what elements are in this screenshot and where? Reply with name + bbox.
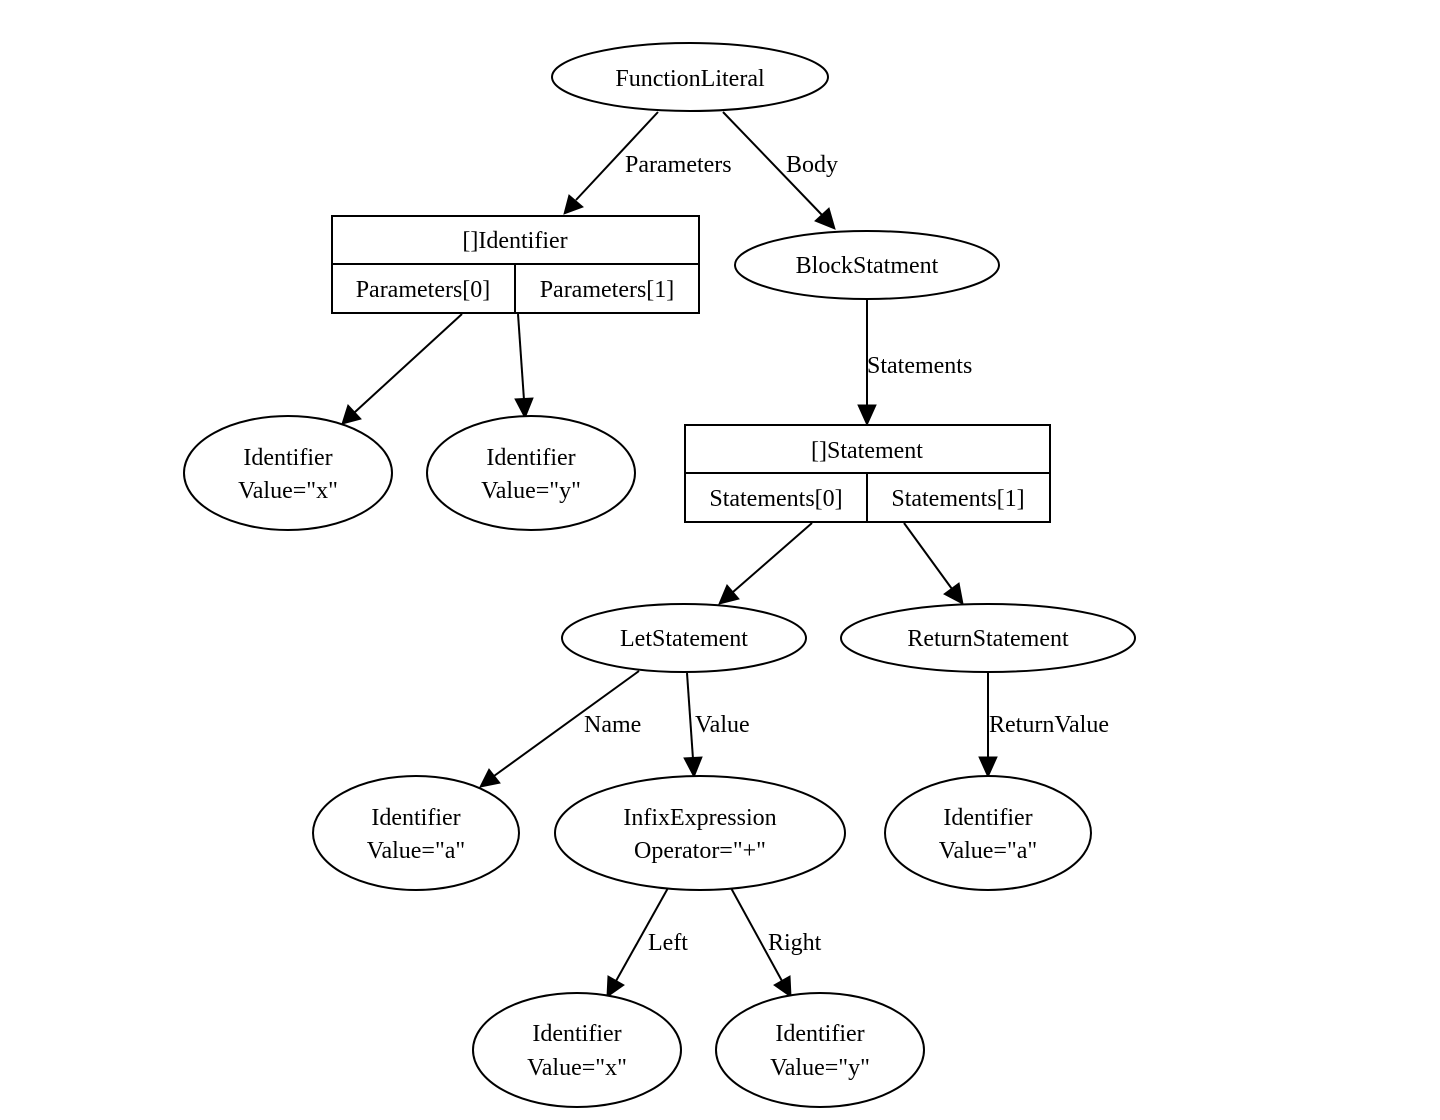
node-statement-array-field-0: Statements[0]: [709, 486, 842, 512]
node-infix-expression: InfixExpression Operator="+": [554, 775, 846, 891]
node-let-statement: LetStatement: [561, 603, 807, 673]
node-let-name-line2: Value="a": [367, 838, 465, 864]
node-block-statement-label: BlockStatment: [796, 253, 939, 279]
edge-label-parameters: Parameters: [625, 152, 732, 178]
node-block-statement: BlockStatment: [734, 230, 1000, 300]
node-identifier-array-field-1: Parameters[1]: [540, 277, 675, 303]
node-statement-array: []Statement Statements[0] Statements[1]: [684, 424, 1051, 523]
node-identifier-array-header: []Identifier: [462, 228, 567, 254]
edge-return-value: ReturnValue: [978, 673, 1109, 779]
edge-value: Value: [683, 672, 750, 779]
node-left-x-line2: Value="x": [527, 1055, 627, 1081]
node-param-y-line2: Value="y": [481, 478, 581, 504]
node-param-x-line2: Value="x": [238, 478, 338, 504]
node-left-x-line1: Identifier: [532, 1021, 621, 1047]
edge-label-right: Right: [768, 930, 822, 956]
node-left-x: Identifier Value="x": [472, 992, 682, 1108]
node-return-value: Identifier Value="a": [884, 775, 1092, 891]
node-infix-expression-line2: Operator="+": [634, 838, 766, 864]
node-return-statement-label: ReturnStatement: [907, 626, 1069, 652]
edge-label-body: Body: [786, 152, 838, 178]
edge-param-1: [514, 313, 534, 420]
node-return-value-line1: Identifier: [943, 805, 1032, 831]
node-statement-array-field-1: Statements[1]: [891, 486, 1024, 512]
node-param-y-line1: Identifier: [486, 445, 575, 471]
node-function-literal: FunctionLiteral: [551, 42, 829, 112]
edge-label-left: Left: [648, 930, 688, 956]
node-right-y: Identifier Value="y": [715, 992, 925, 1108]
edge-label-statements: Statements: [867, 353, 972, 379]
edge-name: Name: [479, 670, 641, 788]
edge-label-name: Name: [584, 712, 641, 738]
edge-body: Body: [722, 111, 838, 230]
node-param-y: Identifier Value="y": [426, 415, 636, 531]
node-statement-array-header: []Statement: [811, 438, 923, 464]
edge-statement-0: [718, 522, 813, 605]
edge-statements: Statements: [857, 300, 972, 427]
node-infix-expression-line1: InfixExpression: [623, 805, 776, 831]
edge-right: Right: [730, 887, 822, 998]
node-param-x-line1: Identifier: [243, 445, 332, 471]
node-return-statement: ReturnStatement: [840, 603, 1136, 673]
edge-param-0: [341, 313, 463, 425]
node-function-literal-label: FunctionLiteral: [615, 66, 765, 92]
node-identifier-array-field-0: Parameters[0]: [356, 277, 491, 303]
node-right-y-line1: Identifier: [775, 1021, 864, 1047]
edge-statement-1: [903, 522, 964, 605]
edge-left: Left: [606, 887, 688, 998]
edge-label-return-value: ReturnValue: [989, 712, 1109, 738]
node-let-name: Identifier Value="a": [312, 775, 520, 891]
node-let-statement-label: LetStatement: [620, 626, 748, 652]
node-param-x: Identifier Value="x": [183, 415, 393, 531]
node-identifier-array: []Identifier Parameters[0] Parameters[1]: [331, 215, 700, 314]
edge-parameters: Parameters: [563, 111, 732, 215]
node-return-value-line2: Value="a": [939, 838, 1037, 864]
node-let-name-line1: Identifier: [371, 805, 460, 831]
edge-label-value: Value: [695, 712, 750, 738]
node-right-y-line2: Value="y": [770, 1055, 870, 1081]
